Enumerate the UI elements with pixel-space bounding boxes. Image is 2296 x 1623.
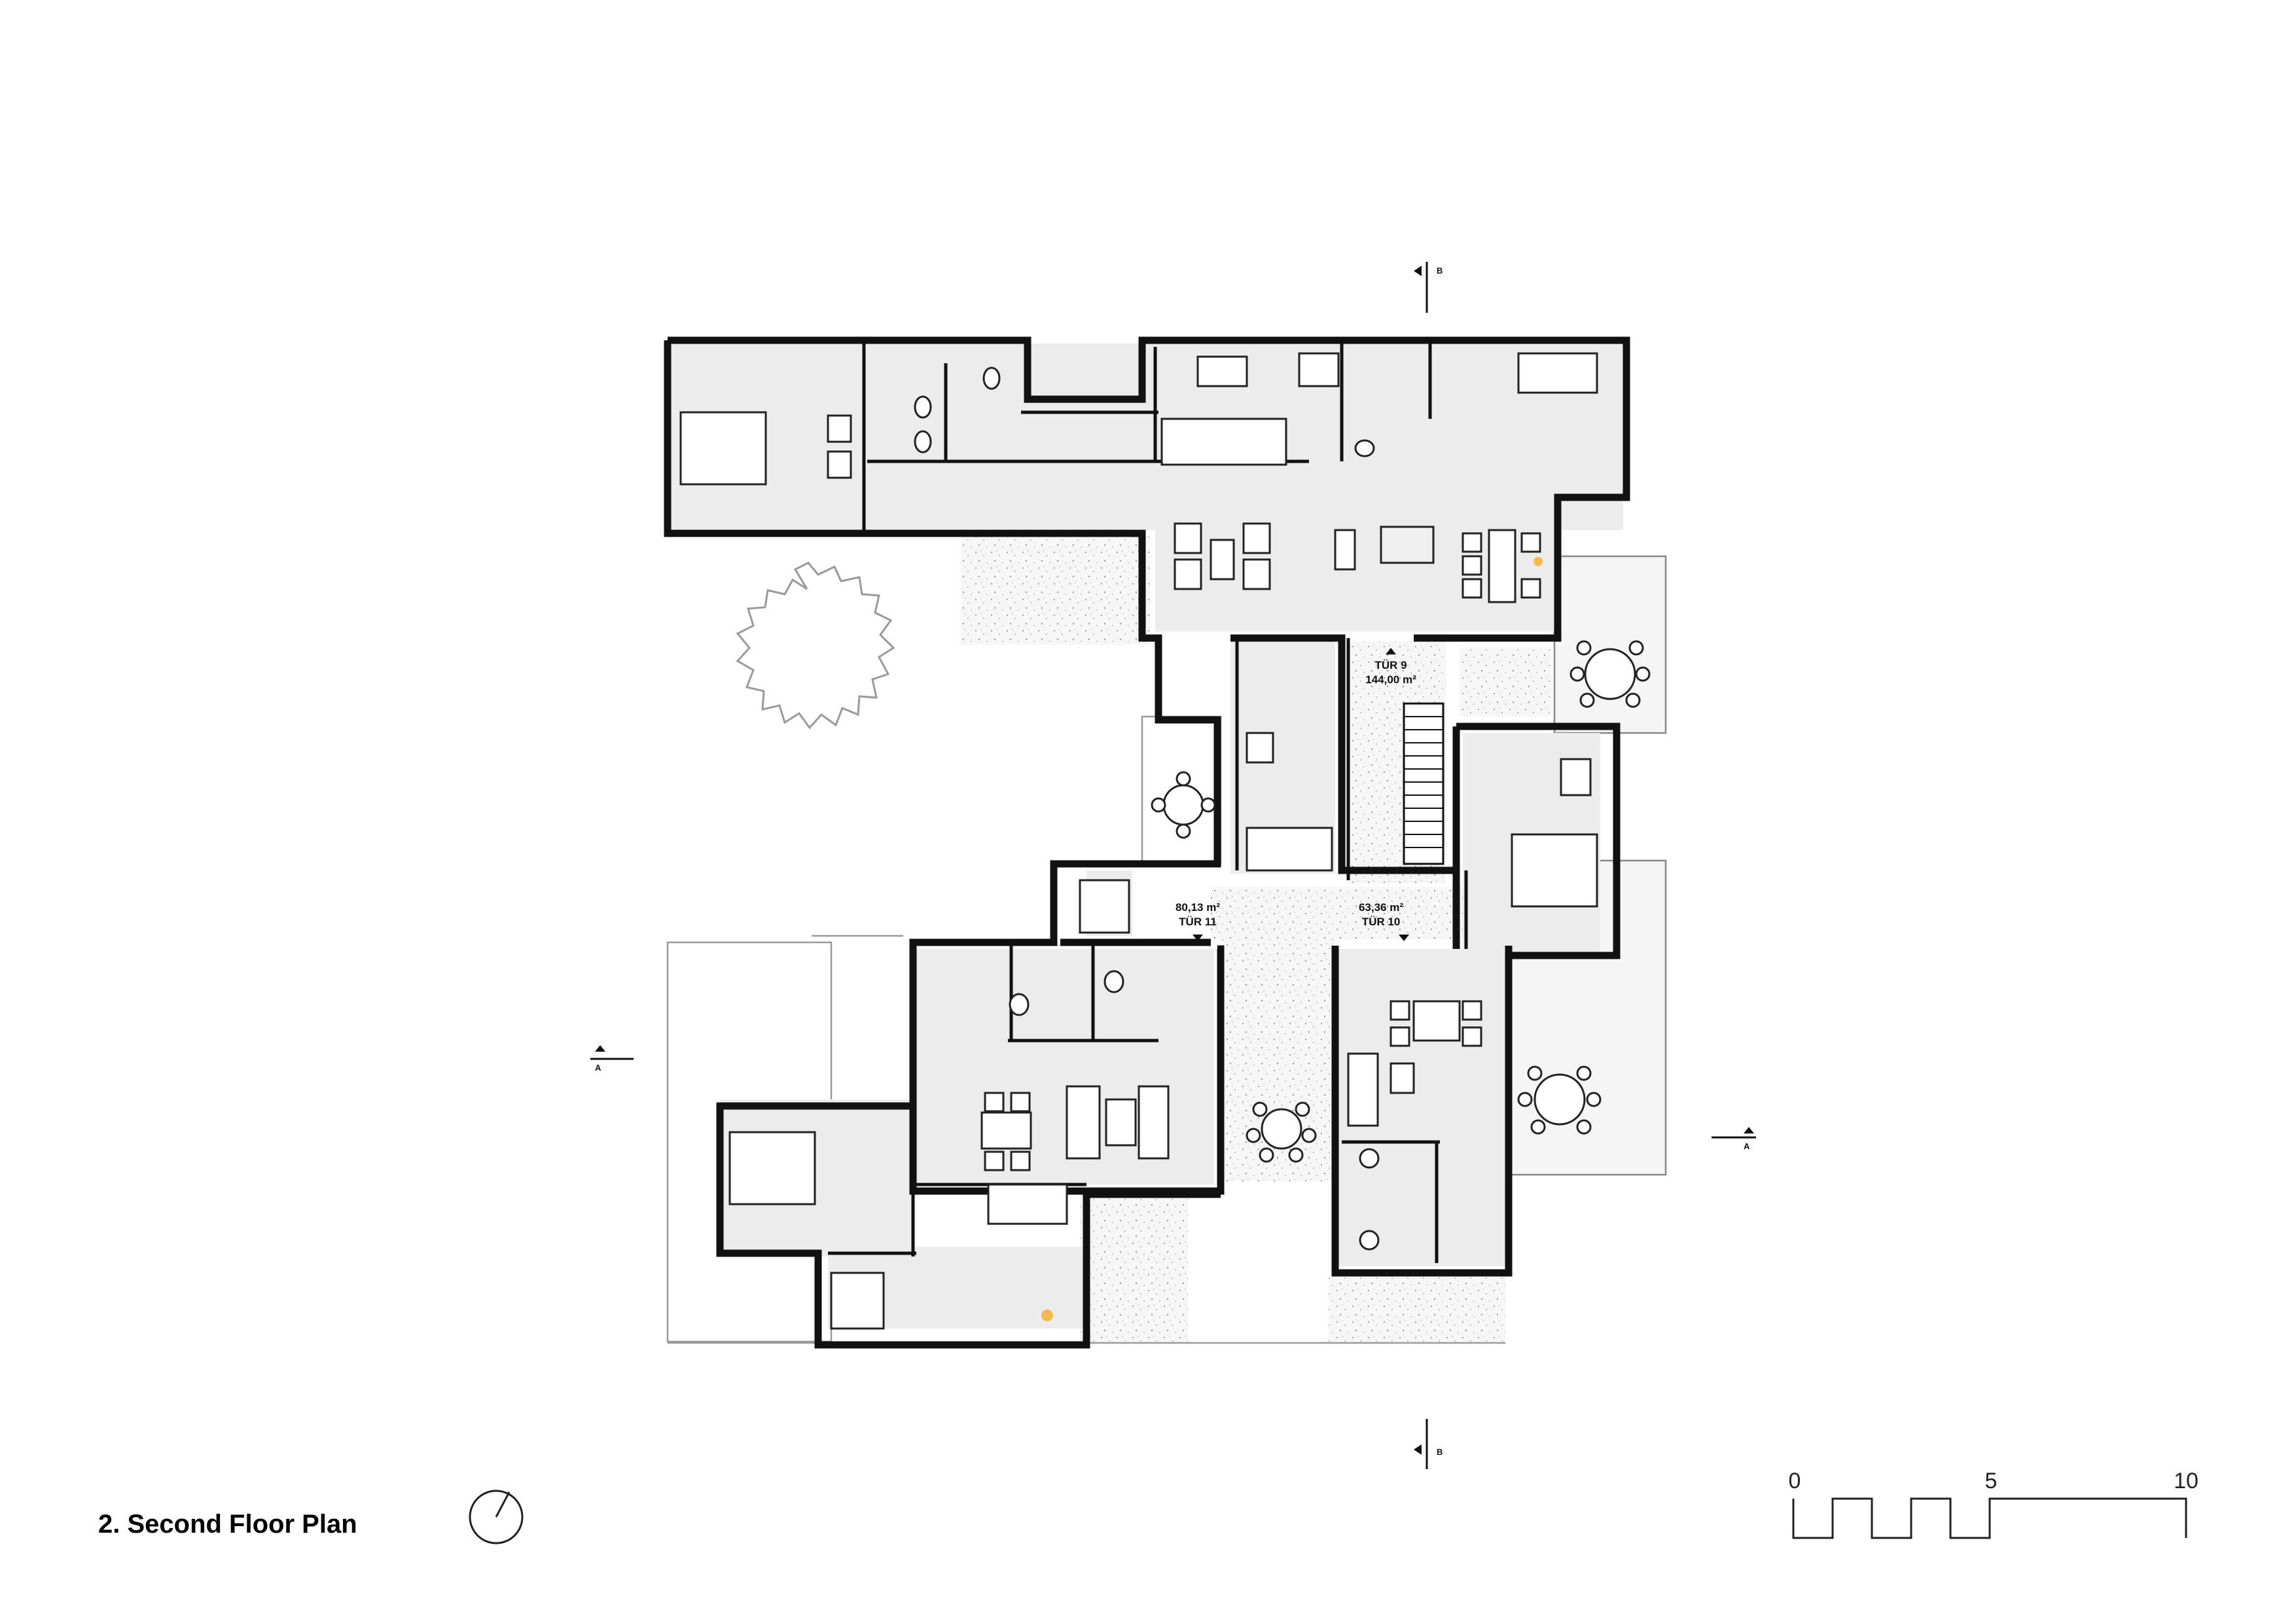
toilet (1359, 1148, 1380, 1169)
unit-area: 144,00 m² (1365, 673, 1416, 686)
round-table (1151, 771, 1216, 839)
sofa (1066, 1085, 1101, 1160)
toilet (982, 366, 1001, 390)
svg-text:B: B (1437, 1447, 1443, 1457)
scale-bar: 0 5 10 (1789, 1469, 2198, 1539)
desk (1298, 352, 1340, 387)
toilet (1359, 1230, 1380, 1251)
terrace-tables (1151, 640, 1651, 1163)
bed (679, 411, 767, 486)
svg-text:A: A (1744, 1141, 1750, 1151)
unit-label-9: TÜR 9 144,00 m² (1365, 648, 1416, 686)
gravel-south-a (1080, 1191, 1188, 1342)
toilet (1354, 439, 1375, 457)
unit-door: TÜR 10 (1362, 916, 1401, 928)
round-table (1246, 1101, 1317, 1163)
unit-label-11: 80,13 m² TÜR 11 (1175, 901, 1220, 941)
armchair (1174, 522, 1202, 554)
staircase (1403, 702, 1444, 865)
chair (1010, 1150, 1031, 1171)
chair (1390, 1000, 1410, 1021)
coffee-table (1105, 1098, 1137, 1147)
sofa (1347, 1052, 1379, 1127)
chair (1462, 532, 1482, 553)
bed (1517, 352, 1598, 394)
kitchen-island (1334, 529, 1356, 571)
unit-door: TÜR 11 (1179, 916, 1217, 928)
scale-label-10: 10 (2174, 1469, 2198, 1493)
toilet (914, 430, 932, 454)
gravel-north (961, 537, 1151, 645)
unit-label-10: 63,36 m² TÜR 10 (1359, 901, 1409, 941)
bed (1160, 418, 1287, 466)
coffee-table (1390, 1062, 1415, 1094)
chair (1390, 1026, 1410, 1047)
sofa (1138, 1085, 1170, 1160)
svg-text:A: A (595, 1063, 601, 1073)
round-table (1570, 640, 1651, 708)
chair (1520, 578, 1541, 599)
desk (1560, 758, 1592, 796)
chair (827, 450, 852, 479)
sun-icon (1041, 1310, 1053, 1321)
chair (1462, 578, 1482, 599)
armchair (1174, 558, 1202, 590)
walls (664, 336, 1630, 1349)
chair (1520, 532, 1541, 553)
gravel-south-b (1329, 1276, 1505, 1342)
gravel-east (1460, 648, 1551, 717)
armchair (1242, 522, 1271, 554)
chair (1462, 1000, 1482, 1021)
coffee-table (1210, 539, 1235, 580)
drawing-title: 2. Second Floor Plan (98, 1510, 357, 1539)
dining-table (1412, 1000, 1461, 1042)
scale-label-0: 0 (1789, 1469, 1801, 1493)
chair (827, 414, 852, 443)
corridor-gravel (1211, 887, 1479, 939)
sun-icon (1534, 557, 1543, 566)
chair (1010, 1092, 1031, 1113)
toilet (1009, 993, 1030, 1016)
bed (728, 1131, 816, 1205)
bed (1511, 833, 1598, 908)
unit-area: 63,36 m² (1359, 901, 1403, 914)
north-wing-fill (671, 344, 1623, 530)
section-marker-b-top: B (1414, 262, 1443, 313)
bed (1246, 827, 1333, 872)
bed (987, 1183, 1068, 1225)
round-table (1517, 1065, 1602, 1135)
chair (984, 1092, 1005, 1113)
dining-table (980, 1111, 1032, 1150)
chair (984, 1150, 1005, 1171)
chair (1462, 555, 1482, 576)
desk (1196, 355, 1248, 387)
unit-door: TÜR 9 (1374, 659, 1407, 671)
dining-table (1488, 529, 1516, 603)
north-arrow-icon (469, 1489, 524, 1544)
scale-label-5: 5 (1985, 1469, 1998, 1493)
elevator (1079, 879, 1130, 934)
toilet (914, 395, 932, 419)
section-marker-a-left: A (590, 1045, 634, 1073)
section-marker-b-bottom: B (1414, 1419, 1443, 1469)
unit-area: 80,13 m² (1175, 901, 1220, 914)
armchair (1242, 558, 1271, 590)
kitchen-counter (1380, 526, 1435, 564)
terrace-east-top (1553, 555, 1667, 734)
svg-text:B: B (1437, 266, 1443, 276)
desk (1246, 732, 1274, 764)
tree-icon (736, 562, 895, 730)
chair (1462, 1026, 1482, 1047)
bed (830, 1272, 885, 1330)
furniture (679, 352, 1598, 1330)
section-marker-a-right: A (1712, 1127, 1756, 1151)
toilet (1103, 970, 1124, 993)
gravel-areas (961, 537, 1551, 1342)
